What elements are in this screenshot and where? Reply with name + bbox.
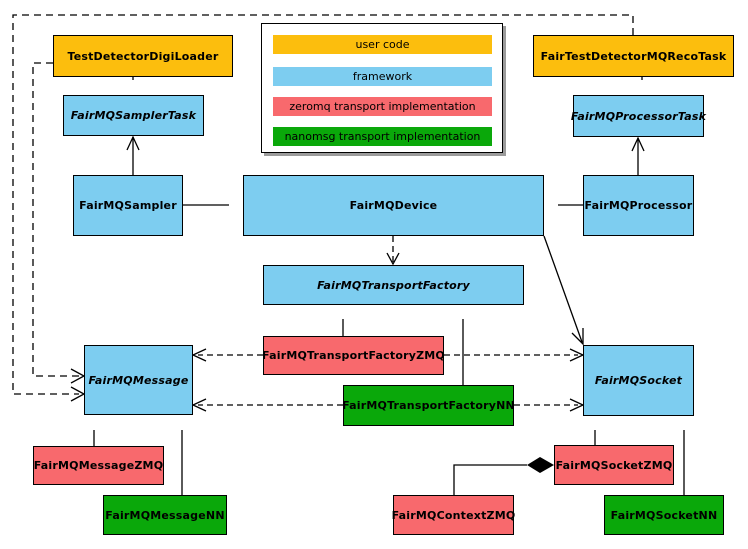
node-fairmqmessagezmq: FairMQMessageZMQ [33,446,164,485]
legend-item-zeromq: zeromq transport implementation [273,97,492,116]
inheritance-socketzmq-to-socket [588,417,602,445]
node-fairmqsocket: FairMQSocket [583,345,694,416]
node-fairmqcontextzmq: FairMQContextZMQ [392,495,515,535]
node-testdetectordigiloader: TestDetectorDigiLoader [53,35,233,77]
node-fairmqmessagenn: FairMQMessageNN [103,495,227,535]
legend: user code framework zeromq transport imp… [261,23,503,153]
inheritance-processor-to-device [544,198,583,212]
node-fairmqprocessor: FairMQProcessor [583,175,694,236]
node-fairmqsamplertask: FairMQSamplerTask [63,95,204,136]
association-device-to-socket [543,235,584,346]
inheritance-digiloader-to-samplertask [126,76,140,94]
inheritance-factoryzmq-to-factory [336,305,350,336]
inheritance-messagezmq-to-message [87,416,101,446]
legend-item-user-code: user code [273,35,492,54]
inheritance-sampler-to-device [183,198,243,212]
dependency-device-to-transportfactory [386,236,400,266]
dependency-factoryzmq-to-socket [444,348,585,362]
node-fairmqsocketnn: FairMQSocketNN [604,495,724,535]
node-fairmqtransportfactorynn: FairMQTransportFactoryNN [342,385,515,426]
inheritance-factorynn-to-factory [456,305,470,385]
node-fairmqprocessortask: FairMQProcessorTask [571,95,706,137]
inheritance-messagenn-to-message [175,416,189,495]
association-sampler-to-samplertask [126,135,140,175]
inheritance-socketnn-to-socket [677,417,691,495]
node-fairmqmessage: FairMQMessage [84,345,193,415]
composition-contextzmq-to-socketzmq [453,457,554,495]
node-fairmqtransportfactoryzmq: FairMQTransportFactoryZMQ [262,336,445,375]
node-fairtestdetectormqrecotask: FairTestDetectorMQRecoTask [533,35,734,77]
association-processor-to-processortask [631,136,645,175]
node-fairmqsocketzmq: FairMQSocketZMQ [554,445,674,485]
legend-item-nanomsg: nanomsg transport implementation [273,127,492,146]
dependency-factoryzmq-to-message [191,348,263,362]
inheritance-recotask-to-processortask [635,76,649,94]
node-fairmqtransportfactory: FairMQTransportFactory [263,265,524,305]
legend-item-framework: framework [273,67,492,86]
node-fairmqsampler: FairMQSampler [73,175,183,236]
node-fairmqdevice: FairMQDevice [243,175,544,236]
dependency-factorynn-to-message [191,398,343,412]
dependency-factorynn-to-socket [514,398,585,412]
